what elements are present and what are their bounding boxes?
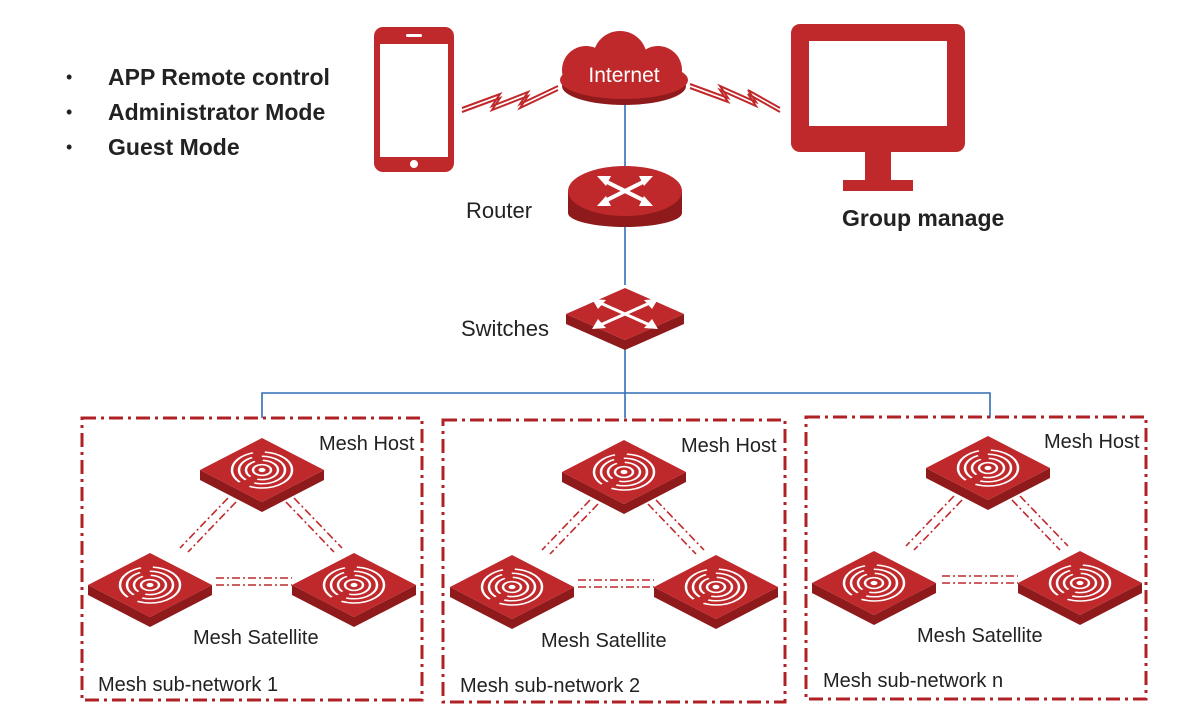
switch-icon: [566, 288, 684, 350]
bullet-dot-icon: •: [66, 102, 73, 122]
mesh-host-label-2: Mesh Host: [681, 435, 777, 457]
mesh-satellite-label-2: Mesh Satellite: [541, 630, 667, 652]
subnetwork-name-n: Mesh sub-network n: [823, 670, 1004, 692]
mesh-host-icon-n: [924, 434, 1052, 512]
subnetwork-boxes: [80, 415, 1148, 704]
feature-item: • Administrator Mode: [66, 95, 330, 130]
router-icon: [568, 166, 682, 227]
subnetwork-box-1: [80, 416, 424, 702]
feature-item: • Guest Mode: [66, 130, 330, 165]
group-manage-label: Group manage: [842, 205, 1005, 231]
feature-item: • APP Remote control: [66, 60, 330, 95]
feature-label: Guest Mode: [108, 134, 240, 160]
bullet-dot-icon: •: [66, 137, 73, 157]
subnetwork-box-2: [441, 418, 787, 704]
mesh-satellite-icon-2b: [652, 553, 780, 631]
wireless-link-phone: [461, 85, 559, 113]
mesh-satellite-label-1: Mesh Satellite: [193, 627, 319, 649]
mesh-host-label-1: Mesh Host: [319, 433, 415, 455]
switches-label: Switches: [461, 316, 550, 341]
mesh-satellite-icon-1b: [290, 551, 418, 629]
subnetwork-box-n: [804, 415, 1148, 701]
wired-links: [261, 105, 991, 418]
mesh-links: [179, 495, 1069, 588]
feature-label: APP Remote control: [108, 64, 330, 90]
mesh-satellite-icon-nb: [1016, 549, 1144, 627]
mesh-host-icon-2: [560, 438, 688, 516]
bullet-dot-icon: •: [66, 67, 73, 87]
mesh-host-label-n: Mesh Host: [1044, 431, 1140, 453]
subnetwork-name-2: Mesh sub-network 2: [460, 675, 641, 697]
mesh-satellite-icon-2a: [448, 553, 576, 631]
feature-list: •APP Remote control •Administrator Mode …: [66, 60, 330, 165]
subnetwork-name-1: Mesh sub-network 1: [98, 674, 279, 696]
mesh-host-icon-1: [198, 436, 326, 514]
router-label: Router: [466, 198, 533, 223]
wireless-link-monitor: [689, 83, 781, 113]
mesh-satellite-icon-1a: [86, 551, 214, 629]
feature-label: Administrator Mode: [108, 99, 326, 125]
internet-label: Internet: [588, 64, 659, 87]
internet-cloud-icon: [560, 31, 688, 105]
monitor-icon: [791, 24, 965, 191]
smartphone-icon: [374, 27, 454, 172]
mesh-satellite-icon-na: [810, 549, 938, 627]
mesh-satellite-label-n: Mesh Satellite: [917, 625, 1043, 647]
